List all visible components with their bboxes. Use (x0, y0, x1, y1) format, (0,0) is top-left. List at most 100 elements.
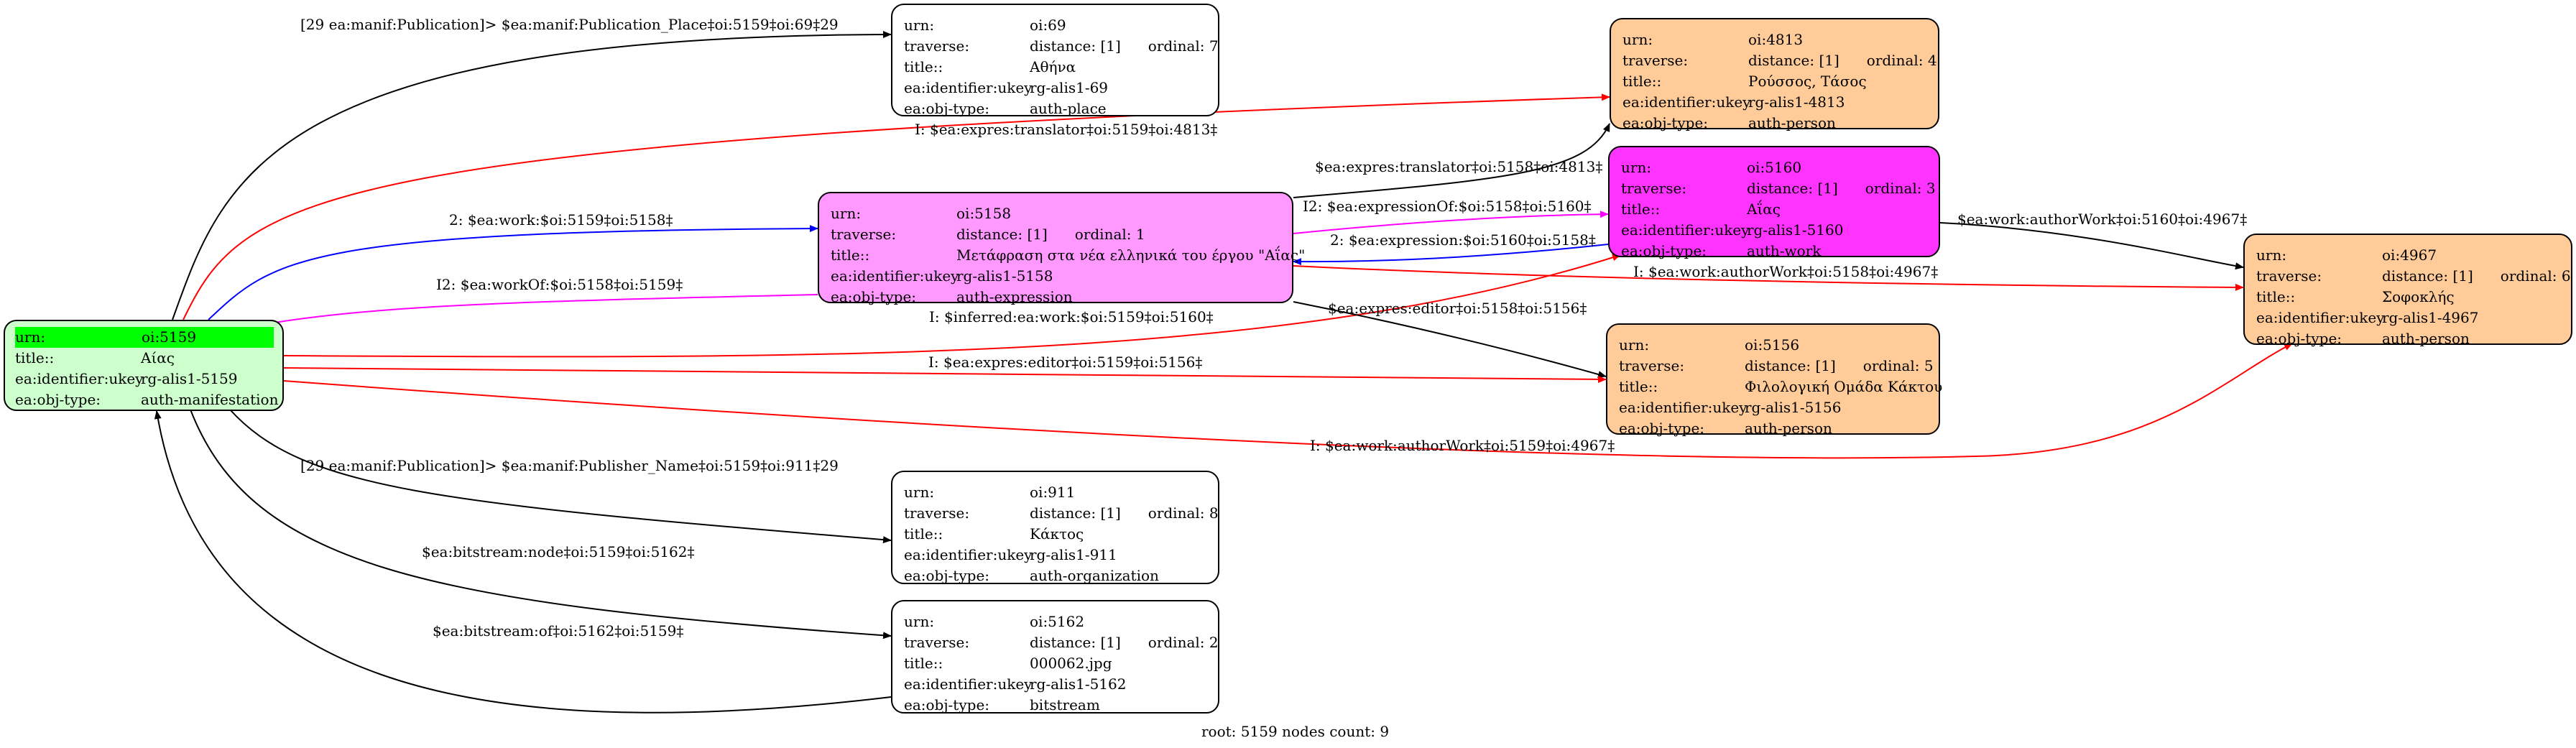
title-value: Κάκτος (1030, 525, 1084, 542)
title-value: Σοφοκλής (2382, 288, 2455, 305)
node-row-urn: urn:oi:4967 (2256, 245, 2559, 266)
type-value: auth-person (1748, 114, 1836, 131)
edge-label: 2: $ea:work:$oi:5159‡oi:5158‡ (449, 211, 673, 228)
edge-label: I2: $ea:expressionOf:$oi:5158‡oi:5160‡ (1303, 198, 1592, 215)
ukey-value: rg-alis1-5158 (956, 267, 1053, 285)
node-row-traverse: traverse:distance: [1]ordinal: 1 (831, 224, 1280, 245)
node-row-title: title::Αΐας (1621, 199, 1927, 220)
ukey-value: rg-alis1-69 (1030, 79, 1109, 96)
edge-5162-5159-of (154, 410, 892, 714)
type-key: ea:obj-type: (1622, 114, 1709, 131)
urn-value: oi:5162 (1030, 613, 1085, 630)
ukey-value: rg-alis1-4967 (2382, 309, 2479, 326)
type-key: ea:obj-type: (1619, 420, 1705, 437)
node-4813[interactable]: urn:oi:4813 traverse:distance: [1]ordina… (1610, 18, 1939, 131)
title-key: title:: (1622, 73, 1662, 90)
ukey-value: rg-alis1-5156 (1745, 399, 1842, 416)
traverse-key: traverse: (1621, 180, 1687, 197)
edge-label: I: $ea:expres:editor‡oi:5159‡oi:5156‡ (928, 354, 1203, 371)
edge-label: $ea:bitstream:node‡oi:5159‡oi:5162‡ (422, 543, 695, 560)
node-5162[interactable]: urn:oi:5162 traverse:distance: [1]ordina… (891, 600, 1219, 714)
type-value: auth-work (1747, 242, 1822, 259)
type-key: ea:obj-type: (831, 288, 917, 305)
type-key: ea:obj-type: (904, 696, 990, 714)
node-row-title: title::Ρούσσος, Τάσος (1622, 71, 1926, 92)
urn-value: oi:5156 (1745, 336, 1800, 354)
node-row-urn: urn:oi:5160 (1621, 157, 1927, 178)
node-row-traverse: traverse:distance: [1]ordinal: 4 (1622, 50, 1937, 71)
distance-value: distance: [1] (1745, 357, 1836, 374)
node-row-urn: urn:oi:5162 (904, 611, 1206, 632)
type-key: ea:obj-type: (15, 391, 101, 408)
type-value: auth-organization (1030, 567, 1159, 584)
edge-5158-5159-workof (236, 294, 818, 331)
node-row-title: title::Μετάφραση στα νέα ελληνικά του έρ… (831, 245, 1305, 266)
title-value: Αθήνα (1030, 58, 1076, 75)
edge-5158-4813-translator (1293, 123, 1610, 198)
type-value: bitstream (1030, 696, 1100, 714)
node-4967[interactable]: urn:oi:4967 traverse:distance: [1]ordina… (2243, 234, 2572, 347)
node-row-type: ea:obj-type: auth-person (1622, 113, 1926, 134)
node-row-type: ea:obj-type:auth-manifestation (15, 389, 278, 410)
ordinal-value: ordinal: 6 (2500, 267, 2571, 285)
traverse-key: traverse: (1622, 52, 1689, 69)
distance-value: distance: [1] (1748, 52, 1839, 69)
node-row-urn: urn:oi:4813 (1622, 29, 1926, 50)
ukey-value: rg-alis1-5162 (1030, 675, 1127, 693)
node-row-type: ea:obj-type:auth-person (2256, 328, 2559, 349)
ordinal-value: ordinal: 8 (1148, 504, 1219, 522)
traverse-key: traverse: (904, 37, 970, 55)
node-911[interactable]: urn:oi:911 traverse:distance: [1]ordinal… (891, 471, 1219, 584)
edge-label: I: $ea:expres:translator‡oi:5159‡oi:4813… (915, 121, 1218, 138)
ukey-key: ea:identifier:ukey (831, 267, 959, 285)
ordinal-value: ordinal: 2 (1148, 634, 1219, 651)
ukey-key: ea:identifier:ukey (2256, 309, 2385, 326)
node-69[interactable]: urn:oi:69 traverse:distance: [1]ordinal:… (891, 4, 1219, 117)
edge-5158-5156-editor (1293, 301, 1607, 378)
title-value: Ρούσσος, Τάσος (1748, 73, 1867, 90)
ordinal-value: ordinal: 7 (1148, 37, 1219, 55)
title-value: Μετάφραση στα νέα ελληνικά του έργου "Αΐ… (956, 246, 1306, 264)
edge-label: $ea:expres:editor‡oi:5158‡oi:5156‡ (1328, 300, 1587, 317)
title-key: title:: (904, 58, 943, 75)
ukey-value: rg-alis1-5160 (1747, 221, 1844, 239)
distance-value: distance: [1] (1030, 504, 1121, 522)
node-5159[interactable]: urn: oi:5159 title::Αίας ea:identifier:u… (4, 320, 284, 411)
edge-5159-5162-node (190, 409, 892, 640)
edge-label: 2: $ea:expression:$oi:5160‡oi:5158‡ (1330, 231, 1596, 249)
title-value: Φιλολογική Ομάδα Κάκτου (1745, 378, 1943, 395)
node-row-type: ea:obj-type: auth-person (1619, 418, 1927, 439)
node-row-traverse: traverse:distance: [1]ordinal: 3 (1621, 178, 1936, 199)
ukey-value: rg-alis1-5159 (141, 370, 238, 387)
type-value: auth-place (1030, 100, 1107, 117)
urn-key: urn: (2256, 246, 2287, 264)
ukey-value: rg-alis1-911 (1030, 546, 1117, 563)
node-row-urn: urn:oi:69 (904, 15, 1206, 36)
node-5156[interactable]: urn:oi:5156 traverse:distance: [1]ordina… (1606, 323, 1943, 437)
traverse-key: traverse: (904, 504, 970, 522)
node-row-urn: urn:oi:5158 (831, 203, 1280, 224)
ukey-key: ea:identifier:ukey (1619, 399, 1748, 416)
node-5160[interactable]: urn:oi:5160 traverse:distance: [1]ordina… (1608, 146, 1940, 259)
ordinal-value: ordinal: 5 (1862, 357, 1934, 374)
traverse-key: traverse: (2256, 267, 2322, 285)
type-value: auth-person (1745, 420, 1832, 437)
node-row-title: title::Κάκτος (904, 524, 1206, 545)
urn-value: oi:4813 (1748, 31, 1804, 48)
title-key: title:: (831, 246, 870, 264)
ukey-value: rg-alis1-4813 (1748, 93, 1845, 111)
ukey-key: ea:identifier:ukey (904, 675, 1033, 693)
node-5158[interactable]: urn:oi:5158 traverse:distance: [1]ordina… (818, 192, 1305, 305)
edge-label: [29 ea:manif:Publication]> $ea:manif:Pub… (300, 457, 839, 474)
urn-value: oi:69 (1030, 17, 1066, 34)
node-row-type: ea:obj-type:auth-work (1621, 241, 1927, 262)
distance-value: distance: [1] (1030, 634, 1121, 651)
traverse-key: traverse: (1619, 357, 1685, 374)
edge-5159-69 (172, 31, 892, 320)
